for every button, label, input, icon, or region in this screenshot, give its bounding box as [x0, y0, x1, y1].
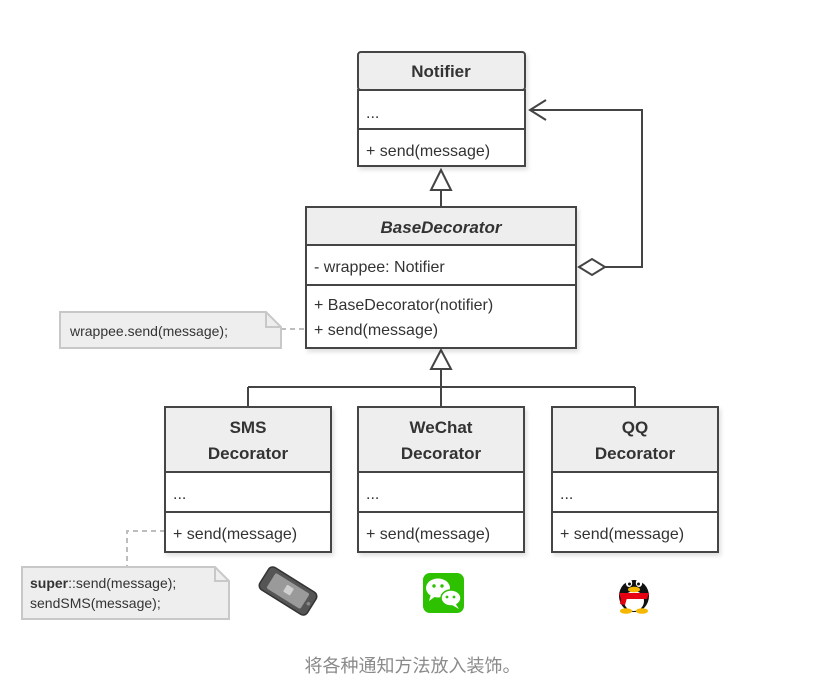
qq-title-line1: QQ [622, 418, 648, 437]
wechat-icon [423, 573, 464, 613]
diagram-caption: 将各种通知方法放入装饰。 [304, 656, 521, 677]
class-wechat-decorator[interactable] [357, 406, 525, 553]
class-qq-decorator[interactable] [551, 406, 719, 553]
note-sms [21, 566, 230, 620]
base-decorator-method-send: + send(message) [314, 322, 438, 339]
note-sms-keyword: super [30, 575, 69, 591]
sms-title-line2: Decorator [208, 444, 289, 463]
qq-title-line2: Decorator [595, 444, 676, 463]
notifier-title: Notifier [411, 62, 471, 81]
inheritance-arrow-notifier [429, 167, 453, 191]
sms-method-send: + send(message) [173, 526, 297, 543]
base-decorator-constructor: + BaseDecorator(notifier) [314, 297, 493, 314]
sms-title-line1: SMS [230, 418, 267, 437]
qq-method-send: + send(message) [560, 526, 684, 543]
qq-icon [619, 579, 649, 614]
wechat-method-send: + send(message) [366, 526, 490, 543]
class-base-decorator[interactable] [305, 206, 577, 349]
note-base-decorator [59, 311, 282, 349]
note-base-text: wrappee.send(message); [69, 323, 228, 339]
class-notifier[interactable] [357, 51, 526, 167]
inheritance-arrow-base [429, 347, 453, 370]
class-sms-decorator[interactable] [164, 406, 332, 553]
qq-fields: ... [560, 486, 573, 503]
note-connector-sms [126, 530, 165, 567]
aggregation-diamond [577, 257, 607, 277]
notifier-method-send: + send(message) [366, 143, 490, 160]
connectors [247, 109, 643, 407]
association-arrowhead [528, 99, 547, 121]
base-decorator-title: BaseDecorator [381, 218, 503, 237]
base-decorator-field: - wrappee: Notifier [314, 259, 445, 276]
wechat-title-line2: Decorator [401, 444, 482, 463]
note-sms-line1: super::send(message); [30, 575, 176, 591]
aggregation-line [530, 109, 643, 268]
note-sms-line2: sendSMS(message); [30, 595, 161, 611]
sms-fields: ... [173, 486, 186, 503]
wechat-fields: ... [366, 486, 379, 503]
notifier-fields: ... [366, 105, 379, 122]
wechat-title-line1: WeChat [410, 418, 473, 437]
phone-icon [258, 566, 318, 616]
note-sms-line1-rest: ::send(message); [68, 575, 176, 591]
